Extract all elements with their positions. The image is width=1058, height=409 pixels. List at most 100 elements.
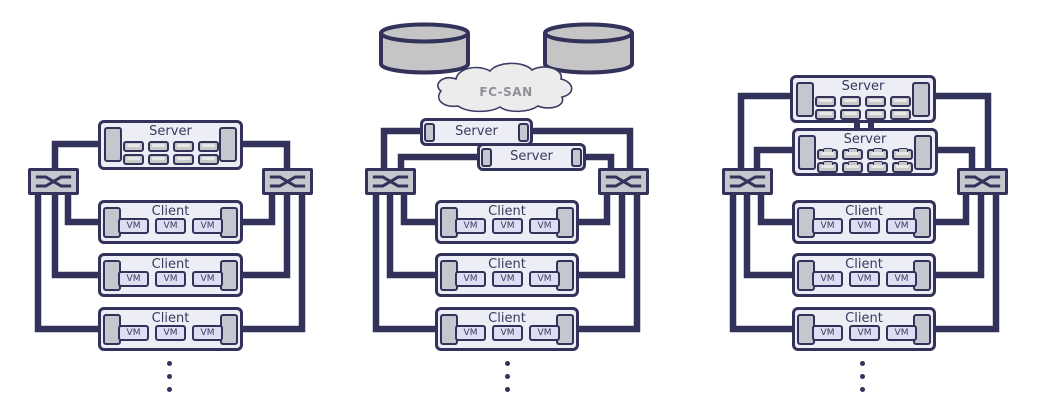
connection-line	[924, 146, 976, 172]
client-node: Client VM VM VM	[792, 253, 936, 297]
connection-line	[234, 190, 276, 226]
vm-box: VM	[849, 325, 880, 341]
server-node: Server	[98, 120, 243, 170]
disk-icon	[173, 154, 194, 165]
network-port	[424, 123, 435, 142]
server-label: Server	[843, 132, 887, 147]
connection-line	[400, 190, 443, 226]
fc-switch-node	[957, 168, 1008, 195]
cloud-icon	[437, 62, 573, 113]
vertical-ellipsis-icon	[505, 361, 510, 392]
disk-icon	[865, 109, 886, 120]
fc-switch-node	[28, 168, 79, 195]
vm-box: VM	[529, 218, 560, 234]
connection-line	[928, 190, 1000, 333]
vm-box: VM	[192, 218, 223, 234]
client-node: Client VM VM VM	[98, 200, 243, 244]
disk-icon	[840, 96, 861, 107]
vm-box: VM	[886, 218, 917, 234]
vm-box: VM	[529, 325, 560, 341]
connection-line	[34, 190, 106, 333]
client-node: Client VM VM VM	[435, 307, 579, 351]
disk-icon	[842, 149, 863, 160]
vm-box: VM	[155, 271, 186, 287]
connection-line	[928, 190, 985, 279]
client-node: Client VM VM VM	[792, 200, 936, 244]
connection-line	[51, 140, 106, 172]
vm-box: VM	[886, 271, 917, 287]
storage-cylinder-icon	[379, 22, 470, 75]
disk-icon	[840, 109, 861, 120]
client-label: Client	[151, 311, 190, 326]
connection-line	[571, 190, 611, 226]
connection-line	[757, 190, 800, 226]
vertical-ellipsis-icon	[167, 361, 172, 392]
disk-icon	[842, 162, 863, 173]
network-port	[481, 148, 492, 167]
vm-box: VM	[492, 271, 523, 287]
server-label: Server	[455, 124, 498, 139]
disk-array	[123, 141, 219, 165]
vm-box: VM	[849, 218, 880, 234]
client-label: Client	[488, 204, 526, 219]
disk-icon	[123, 141, 144, 152]
vm-box: VM	[455, 218, 486, 234]
client-node: Client VM VM VM	[435, 200, 579, 244]
connection-line	[520, 127, 634, 172]
connection-line	[397, 153, 486, 172]
connection-line	[737, 92, 804, 172]
client-node: Client VM VM VM	[98, 307, 243, 351]
vm-box: VM	[455, 271, 486, 287]
fc-san-label: FC-SAN	[479, 85, 533, 99]
server-label: Server	[510, 149, 553, 164]
client-label: Client	[151, 204, 190, 219]
client-label: Client	[488, 257, 526, 272]
network-port	[104, 127, 122, 162]
disk-icon	[867, 162, 888, 173]
storage-cylinder-icon	[543, 22, 634, 75]
switch-icon	[964, 175, 1001, 188]
switch-icon	[35, 175, 72, 188]
network-port	[796, 82, 814, 117]
disk-icon	[817, 149, 838, 160]
vm-box: VM	[192, 325, 223, 341]
disk-icon	[148, 141, 169, 152]
disk-icon	[815, 96, 836, 107]
server-node: Server	[477, 143, 586, 171]
disk-icon	[865, 96, 886, 107]
network-port	[798, 135, 816, 170]
vm-box: VM	[118, 218, 149, 234]
client-label: Client	[845, 311, 883, 326]
client-label: Client	[488, 311, 526, 326]
disk-icon	[148, 154, 169, 165]
vm-box: VM	[118, 325, 149, 341]
connection-line	[575, 153, 615, 172]
server-label: Server	[149, 124, 192, 139]
vm-box: VM	[812, 325, 843, 341]
connection-line	[926, 92, 992, 172]
connection-line	[571, 190, 641, 333]
client-label: Client	[845, 204, 883, 219]
disk-icon	[173, 141, 194, 152]
vm-box: VM	[118, 271, 149, 287]
connection-line	[64, 190, 106, 226]
vm-box: VM	[812, 218, 843, 234]
disk-icon	[890, 109, 911, 120]
disk-icon	[892, 149, 913, 160]
connection-line	[743, 190, 800, 279]
connection-line	[729, 190, 800, 333]
connection-line	[51, 190, 106, 279]
vertical-ellipsis-icon	[860, 361, 865, 392]
connection-line	[234, 190, 291, 279]
disk-icon	[815, 109, 836, 120]
vm-box: VM	[155, 325, 186, 341]
fc-switch-node	[722, 168, 773, 195]
vm-box: VM	[192, 271, 223, 287]
client-label: Client	[151, 257, 190, 272]
server-node: Server	[420, 118, 533, 146]
disk-icon	[198, 141, 219, 152]
client-node: Client VM VM VM	[435, 253, 579, 297]
vm-box: VM	[529, 271, 560, 287]
